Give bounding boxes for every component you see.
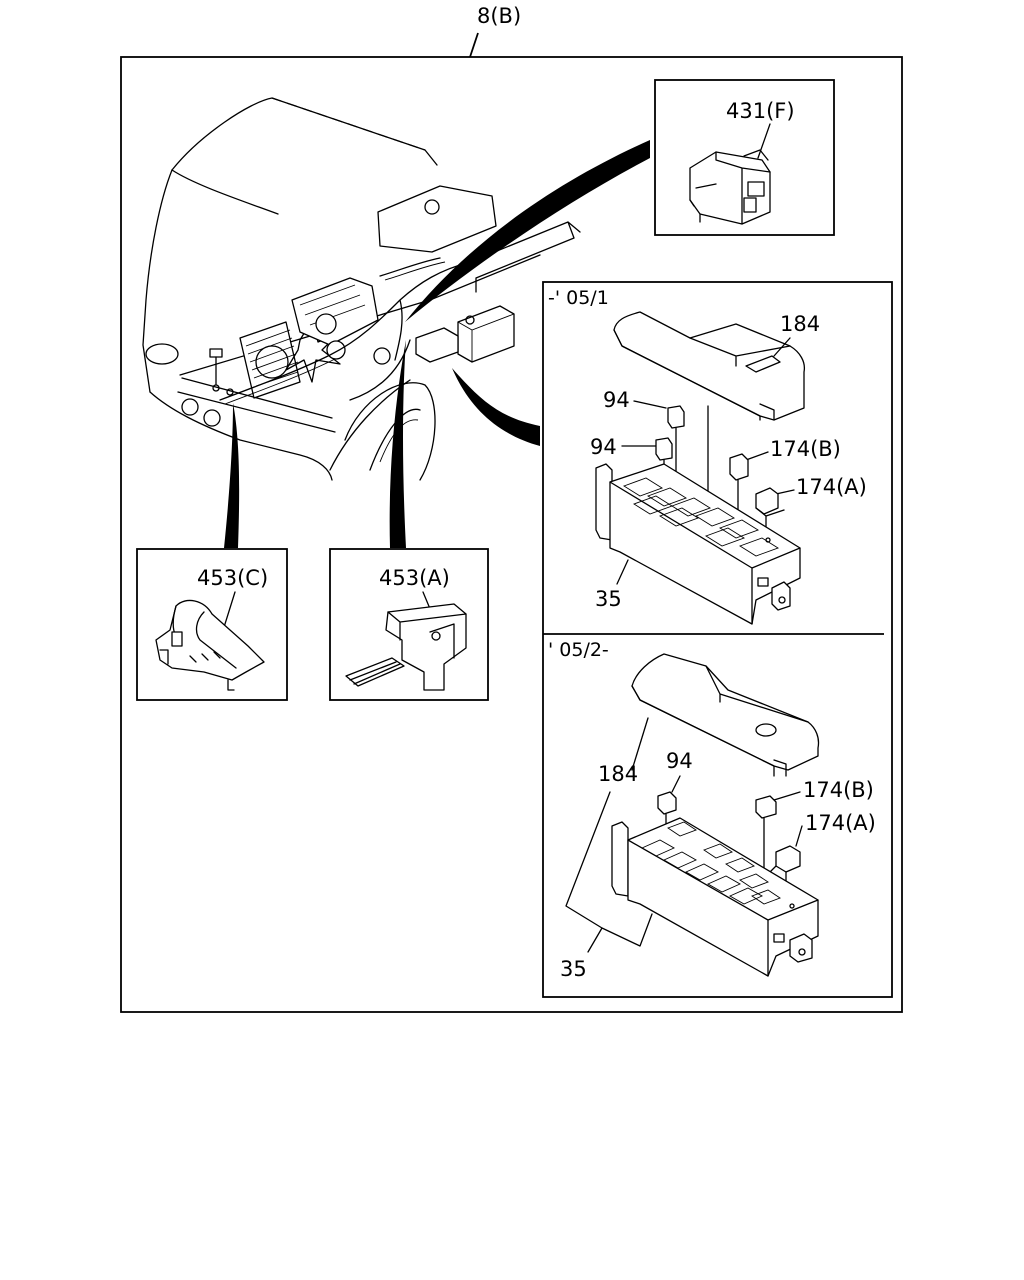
fog-lamp-left [181, 398, 199, 416]
v1-leader-184 [773, 337, 791, 357]
grille-lower [177, 377, 336, 433]
variant-2: ' 05/2- 184 94 174(B) 174(A) [548, 639, 876, 981]
v2-label-174b: 174(B) [803, 778, 874, 802]
v1-label-174b: 174(B) [770, 437, 841, 461]
v2-relay-174b [755, 795, 777, 819]
v2-label-94: 94 [666, 749, 693, 773]
bumper [149, 391, 333, 481]
battery-edges [457, 313, 515, 362]
v1-label-94-top: 94 [603, 388, 630, 412]
harness-secondary [224, 261, 446, 405]
v2-box-35 [611, 817, 819, 977]
alternator [315, 313, 337, 335]
pointer-to-fuse-box [452, 368, 540, 446]
pointer-to-453a [389, 340, 406, 548]
bracket-a-bolt [226, 388, 234, 396]
v2-relay-174a [775, 845, 801, 873]
variant-2-period: ' 05/2- [548, 639, 609, 661]
v2-leader-174a [795, 825, 803, 847]
v1-relay-174b [729, 453, 749, 481]
v1-leader-35 [616, 559, 629, 585]
bracket-453a [345, 603, 467, 691]
battery-terminal [465, 315, 475, 325]
v1-fuse-94-top [667, 405, 685, 429]
inset-453c-frame [136, 548, 288, 701]
label-431f: 431(F) [726, 99, 795, 123]
pointer-to-453c [224, 403, 240, 548]
v2-leader-174b [773, 791, 801, 801]
leader-431f [757, 123, 771, 159]
reservoir-tank [377, 185, 497, 253]
v2-leader-184 [631, 717, 649, 771]
v1-label-35: 35 [595, 587, 622, 611]
main-label-leader [469, 32, 479, 58]
v1-label-174a: 174(A) [796, 475, 867, 499]
v1-cover-184 [613, 311, 806, 421]
pulley [326, 340, 346, 360]
wiring-harness [219, 257, 471, 401]
tank-cap [424, 199, 440, 215]
variant-1: -' 05/1 184 94 94 174(B) 174(A) [548, 287, 867, 625]
fuse-box-location [415, 327, 459, 363]
label-453c: 453(C) [197, 566, 268, 590]
windshield [171, 169, 279, 215]
v1-leader-94-top [633, 400, 667, 409]
v2-leader-94 [671, 775, 681, 793]
connector-431f [689, 149, 771, 225]
v1-label-94-bottom: 94 [590, 435, 617, 459]
main-frame [120, 56, 903, 1013]
v1-box-35 [595, 463, 801, 625]
label-453a: 453(A) [379, 566, 450, 590]
radiator-fan [255, 345, 289, 379]
fog-lamp-right [203, 409, 221, 427]
v2-cover-184 [631, 653, 820, 777]
v2-label-174a: 174(A) [805, 811, 876, 835]
bracket-c-location [209, 348, 223, 358]
cover-453c [155, 599, 265, 691]
v2-label-35: 35 [560, 957, 587, 981]
v1-label-184: 184 [780, 312, 820, 336]
inset-453a-frame [329, 548, 489, 701]
inset-fuse-box-frame [542, 281, 893, 998]
main-label: 8(B) [477, 4, 521, 28]
v2-leader-35 [565, 791, 653, 953]
pointer-to-431f [405, 140, 650, 322]
headlight [145, 343, 179, 365]
v2-label-184: 184 [598, 762, 638, 786]
engine-block [291, 277, 379, 346]
hood-dashed-edge [271, 97, 426, 151]
v2-fuse-94 [657, 791, 677, 815]
fender-left [142, 169, 173, 393]
v1-fuse-94-bottom [655, 437, 673, 461]
battery [457, 305, 515, 363]
v1-leader-174a [775, 489, 795, 495]
variant-1-period: -' 05/1 [548, 287, 609, 309]
v1-leader-174b [745, 451, 769, 461]
cab-outline [171, 97, 438, 171]
inset-connector-frame [654, 79, 835, 236]
bracket-c-bolt [212, 384, 220, 392]
vehicle-illustration [142, 97, 581, 481]
starter [373, 347, 391, 365]
frame-rail [469, 221, 581, 293]
